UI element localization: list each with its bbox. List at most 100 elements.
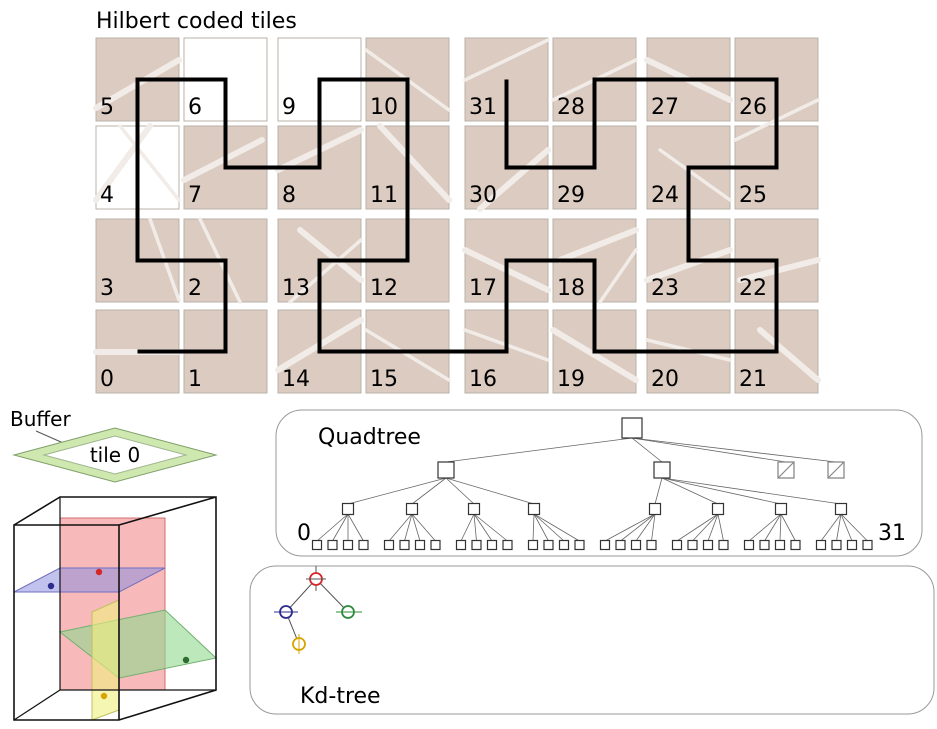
quadtree-edge: [676, 513, 719, 542]
quadtree-edge: [840, 513, 853, 542]
quadtree-leaf-node: [574, 539, 585, 551]
quadtree-leaf-node: [846, 539, 858, 551]
red-point: [95, 568, 103, 576]
quadtree-edge: [332, 513, 349, 542]
tile-number: 25: [739, 183, 767, 208]
quadtree-leaf-node: [486, 539, 498, 551]
quadtree-leaf-node: [815, 539, 827, 551]
tile-number: 4: [100, 183, 114, 208]
quadtree-leaf-node: [527, 539, 539, 551]
quadtree-edge: [707, 513, 719, 542]
road-stroke: [181, 137, 265, 183]
quadtree-leaf-node: [687, 539, 698, 551]
quadtree-node: [834, 502, 848, 516]
quadtree-leaf-node: [327, 539, 338, 551]
quadtree-edge: [631, 437, 787, 463]
tile-number: 23: [651, 276, 679, 301]
quadtree-leaf-node: [630, 539, 642, 551]
road-stroke: [477, 147, 551, 212]
quadtree-edge: [631, 437, 663, 463]
quadtree-node: [341, 502, 355, 516]
quadtree-leaf-node: [774, 539, 786, 551]
quadtree-edge: [692, 513, 719, 542]
quadtree-leaf-node: [399, 539, 410, 551]
quadtree-edge: [347, 477, 447, 505]
quadtree-leaf-node: [383, 539, 395, 551]
kdtree-tree: [274, 566, 362, 654]
quadtree-edge: [620, 513, 656, 542]
tile-number: 16: [469, 367, 497, 392]
quadtree-edge: [661, 477, 782, 505]
tile-number: 27: [651, 95, 679, 120]
tile-number: 5: [100, 95, 114, 120]
road-stroke: [93, 123, 153, 203]
quadtree-edge: [533, 513, 580, 542]
road-stroke: [644, 247, 733, 283]
buffer-illustration: Buffer tile 0: [10, 407, 218, 483]
tile-number: 20: [651, 367, 679, 392]
quadtree-edge: [748, 513, 782, 542]
quadtree-edge: [764, 513, 782, 542]
quadtree-edge: [840, 513, 868, 542]
buffer-label: Buffer: [10, 407, 71, 431]
quadtree-edge: [533, 513, 565, 542]
road-stroke: [377, 123, 452, 203]
quadtree-edge: [404, 513, 413, 542]
quadtree-last-leaf-label: 31: [878, 521, 906, 546]
tile-number: 17: [469, 276, 497, 301]
road-stroke: [364, 328, 451, 382]
quadtree-leaf-node: [862, 539, 873, 551]
tile-number: 2: [188, 276, 202, 301]
quadtree-edge: [651, 513, 656, 542]
quadtree-edge: [654, 477, 663, 505]
tile-number: 11: [370, 183, 398, 208]
road-stroke: [737, 257, 821, 283]
quadtree-edge: [316, 513, 349, 542]
tile-number: 8: [282, 183, 296, 208]
quadtree-leaf-node: [430, 539, 441, 551]
tile-number: 26: [739, 95, 767, 120]
quadtree-edge: [661, 477, 719, 505]
quadtree-edge: [388, 513, 413, 542]
tile-number: 7: [188, 183, 202, 208]
empty-node-slash: [827, 461, 845, 479]
quadtree-node: [527, 502, 541, 516]
tile-number: 15: [370, 367, 398, 392]
quadtree-edge: [533, 513, 549, 542]
quadtree-edge: [473, 513, 508, 542]
tile-number: 12: [370, 276, 398, 301]
quadtree-root-node: [621, 417, 643, 439]
tile-number: 30: [469, 183, 497, 208]
quadtree-edge: [631, 437, 837, 463]
quadtree-edge: [532, 513, 535, 542]
quadtree-leaf-node: [831, 539, 842, 551]
quadtree-leaf-node: [455, 539, 467, 551]
quadtree-node: [653, 461, 671, 479]
quadtree-edge: [604, 513, 656, 542]
quadtree-leaf-node: [558, 539, 570, 551]
quadtree-edge: [836, 513, 842, 542]
quadtree-leaf-node: [615, 539, 626, 551]
road-stroke: [297, 227, 364, 283]
road-stroke: [550, 327, 639, 383]
empty-node-slash: [777, 461, 795, 479]
tile-number: 19: [557, 367, 585, 392]
green-point: [182, 656, 190, 664]
road-stroke: [463, 38, 550, 82]
quadtree-edge: [473, 513, 493, 542]
road-stroke: [757, 327, 821, 383]
road-stroke: [658, 148, 732, 202]
quadtree-leaf-node: [671, 539, 683, 551]
quadtree-edge: [717, 513, 724, 542]
quadtree-node: [774, 502, 788, 516]
quadtree-leaf-node: [743, 539, 755, 551]
quadtree-first-leaf-label: 0: [297, 521, 311, 546]
quadtree-edge: [445, 477, 475, 505]
tile-number: 31: [469, 95, 497, 120]
diagram-title: Hilbert coded tiles: [96, 9, 297, 34]
quadtree-leaf-node: [718, 539, 729, 551]
quadtree-leaf-node: [502, 539, 513, 551]
kd-edge-left: [285, 578, 317, 613]
